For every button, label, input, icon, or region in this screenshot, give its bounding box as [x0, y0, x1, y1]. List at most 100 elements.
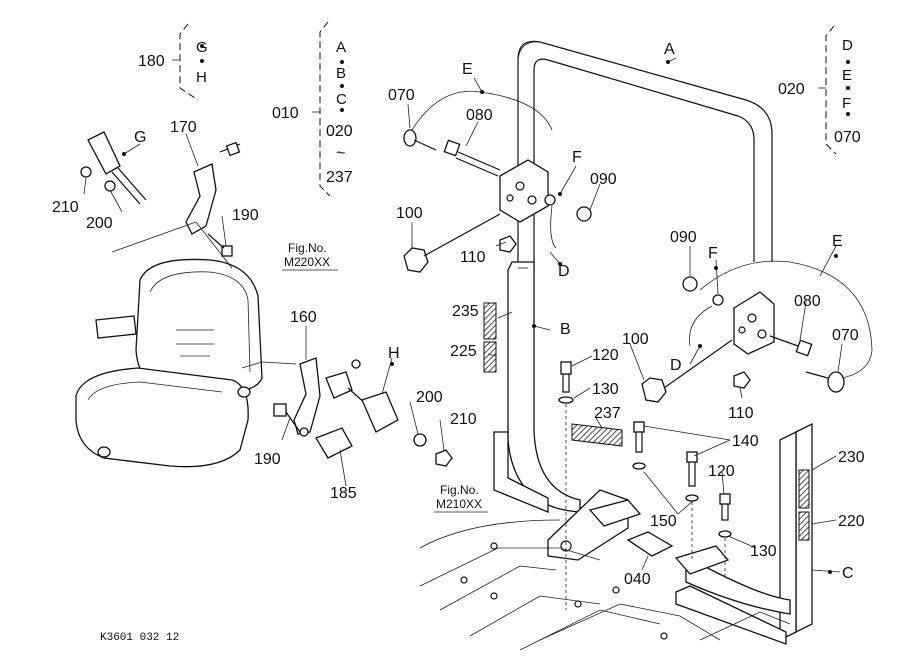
label-210: 210 — [52, 199, 79, 216]
label-230: 230 — [838, 449, 865, 466]
label-185: 185 — [330, 485, 357, 502]
label-200-lower: 200 — [416, 389, 443, 406]
bracket-170 — [185, 141, 241, 257]
label-g: G — [134, 129, 146, 146]
label-120-right: 120 — [708, 463, 735, 480]
fig-ref-1-title: Fig.No. — [288, 241, 327, 255]
label-170: 170 — [170, 119, 197, 136]
label-020-group: 020 — [326, 123, 353, 140]
label-080-left: 080 — [466, 107, 493, 124]
label-090-left: 090 — [590, 171, 617, 188]
label-070-left: 070 — [388, 87, 415, 104]
bolt-080-right — [769, 335, 813, 357]
label-140: 140 — [732, 433, 759, 450]
bolt-120-left — [558, 361, 574, 610]
label-tilde: ~ — [336, 145, 345, 162]
nut-090-left — [576, 206, 592, 222]
label-080-right: 080 — [794, 293, 821, 310]
leader-170-to-seat — [111, 221, 233, 269]
label-190-lower: 190 — [254, 451, 281, 468]
leader-lines — [83, 57, 843, 573]
seat-belt-buckle-g — [80, 131, 147, 205]
rops-frame-a — [517, 40, 773, 270]
knob-100-left — [403, 213, 501, 273]
label-200: 200 — [86, 215, 113, 232]
nut-110-right — [733, 371, 751, 389]
nut-090-right — [682, 276, 698, 292]
retractor-h — [325, 359, 399, 433]
mount-bracket-left — [547, 489, 642, 561]
label-d-right: D — [670, 357, 682, 374]
label-237: 237 — [594, 405, 621, 422]
label-g-group: G — [196, 39, 208, 56]
label-225: 225 — [450, 343, 477, 360]
label-h-group: H — [196, 69, 207, 86]
label-110-left: 110 — [460, 249, 486, 266]
decal-235 — [483, 302, 497, 340]
label-130-right: 130 — [750, 543, 777, 560]
bracket-160 — [293, 357, 321, 435]
mount-plate-040 — [626, 531, 730, 575]
fig-ref-1-number: M220XX — [284, 255, 330, 269]
clip-f-left — [544, 194, 557, 249]
label-180: 180 — [138, 53, 165, 70]
group-bracket-020 — [825, 25, 837, 155]
label-090-right: 090 — [670, 229, 697, 246]
label-a-group: A — [336, 39, 346, 56]
pin-070-right — [699, 260, 873, 393]
label-c-group: C — [336, 91, 347, 108]
clip-f-right — [689, 294, 724, 347]
label-150: 150 — [650, 513, 677, 530]
hinge-bracket-right — [733, 291, 775, 355]
label-020: 020 — [778, 81, 805, 98]
label-235: 235 — [452, 303, 479, 320]
leader-seat-to-160 — [261, 361, 297, 365]
floor-outline — [419, 519, 791, 651]
label-010: 010 — [272, 105, 299, 122]
label-d-left: D — [558, 263, 570, 280]
bolt-080-left — [443, 139, 501, 177]
knob-100-right — [641, 339, 733, 403]
label-a: A — [664, 41, 675, 58]
label-e-right: E — [832, 233, 843, 250]
label-f-right: F — [708, 245, 718, 262]
label-237-group: 237 — [326, 169, 353, 186]
label-e-left: E — [462, 61, 473, 78]
label-b: B — [560, 321, 571, 338]
cover-185 — [315, 427, 353, 459]
label-160: 160 — [290, 309, 317, 326]
label-c: C — [842, 565, 854, 582]
label-120-left: 120 — [592, 347, 619, 364]
nut-110-left — [499, 235, 517, 253]
label-e-group: E — [842, 67, 852, 84]
rops-post-b — [493, 261, 581, 513]
label-100-left: 100 — [396, 205, 423, 222]
group-bracket-180 — [179, 23, 199, 101]
decal-225 — [483, 341, 497, 373]
label-190: 190 — [232, 207, 259, 224]
label-f-group: F — [842, 95, 851, 112]
label-210-lower: 210 — [450, 411, 477, 428]
label-070-group: 070 — [834, 129, 861, 146]
label-130-left: 130 — [592, 381, 619, 398]
label-110-right: 110 — [728, 405, 754, 422]
fig-ref-2-title: Fig.No. — [440, 483, 479, 497]
part-labels: 180 G H 010 A B C 020 ~ 237 020 D E F 07… — [52, 37, 865, 644]
group-bracket-010 — [319, 21, 331, 197]
drawing-caption: K3601 032 12 — [100, 632, 179, 644]
fig-ref-2-number: M210XX — [436, 497, 482, 511]
nuts-200-210-lower — [413, 433, 453, 467]
hinge-bracket-left — [499, 159, 549, 223]
bolt-190-lower — [273, 403, 309, 437]
label-b-group: B — [336, 65, 346, 82]
label-h: H — [388, 345, 400, 362]
operator-seat — [75, 258, 263, 468]
label-f-left: F — [572, 149, 582, 166]
decal-230 — [798, 469, 810, 509]
label-040: 040 — [624, 571, 651, 588]
label-d-group: D — [842, 37, 853, 54]
label-070-right: 070 — [832, 327, 859, 344]
label-220: 220 — [838, 513, 865, 530]
